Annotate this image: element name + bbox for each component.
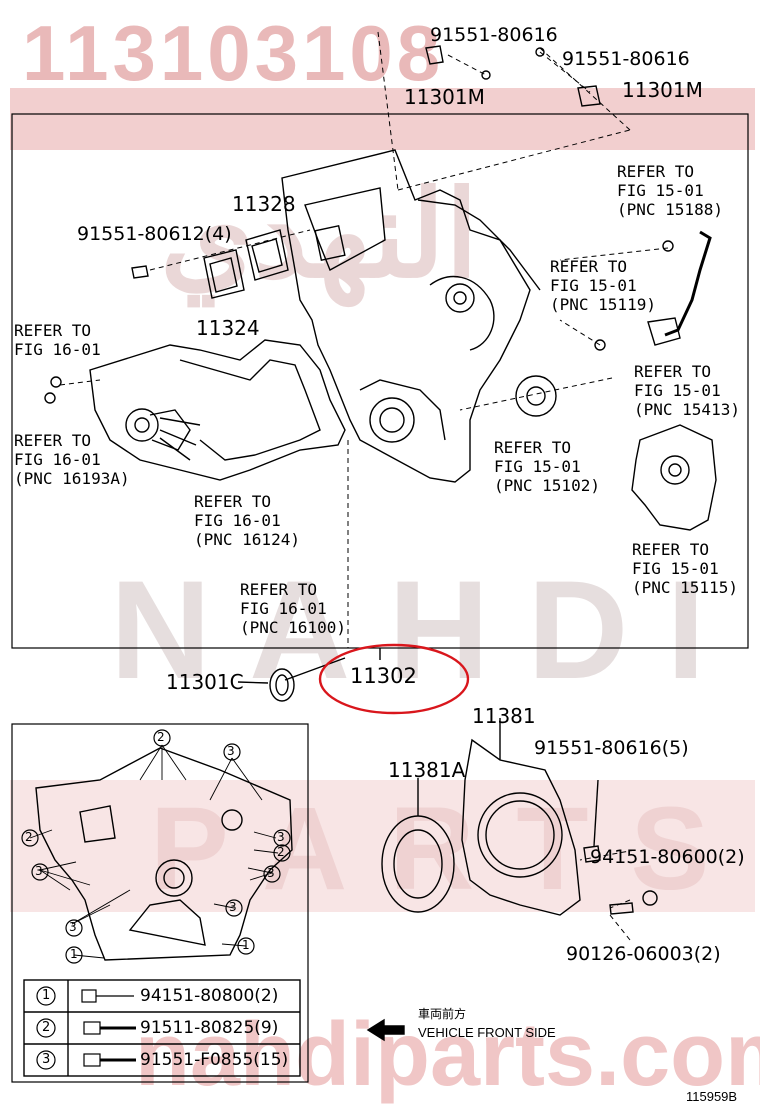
legend-marker: 3	[42, 1052, 51, 1067]
highlight-ellipse	[318, 643, 470, 715]
callout-91551-80612: 91551-80612(4)	[77, 223, 232, 245]
inset-marker: 1	[70, 947, 78, 961]
inset-marker: 2	[157, 730, 165, 744]
inset-marker: 1	[242, 938, 250, 952]
legend-part: 94151-80800(2)	[140, 986, 279, 1006]
callout-refer-16124: REFER TO FIG 16-01 (PNC 16124)	[194, 492, 300, 549]
callout-refer-15119: REFER TO FIG 15-01 (PNC 15119)	[550, 257, 656, 314]
inset-marker: 3	[227, 744, 235, 758]
inset-marker: 3	[69, 920, 77, 934]
legend-marker: 1	[42, 988, 51, 1003]
callout-refer-16100: REFER TO FIG 16-01 (PNC 16100)	[240, 580, 346, 637]
callout-11302: 11302	[350, 664, 417, 688]
callout-11301c: 11301C	[166, 670, 244, 694]
watermark-part-number: 113103108	[22, 9, 445, 97]
inset-marker: 3	[229, 900, 237, 914]
callout-11381: 11381	[472, 704, 536, 728]
callout-90126-06003: 90126-06003(2)	[566, 943, 721, 965]
legend-part: 91511-80825(9)	[140, 1018, 279, 1038]
callout-11324: 11324	[196, 316, 260, 340]
callout-refer-16193a: REFER TO FIG 16-01 (PNC 16193A)	[14, 431, 130, 488]
callout-11381a: 11381A	[388, 758, 466, 782]
callout-refer-15115: REFER TO FIG 15-01 (PNC 15115)	[632, 540, 738, 597]
callout-refer-15188: REFER TO FIG 15-01 (PNC 15188)	[617, 162, 723, 219]
inset-marker: 3	[35, 864, 43, 878]
direction-english: VEHICLE FRONT SIDE	[418, 1025, 556, 1040]
callout-91551-80616-b: 91551-80616	[562, 48, 690, 70]
watermark-band	[10, 88, 755, 150]
legend-marker: 2	[42, 1020, 51, 1035]
inset-marker: 3	[267, 866, 275, 880]
callout-11301m-a: 11301M	[404, 85, 485, 109]
watermark-brand-parts: PARTS	[150, 783, 752, 915]
callout-refer-fig16-a: REFER TO FIG 16-01	[14, 321, 101, 359]
callout-11328: 11328	[232, 192, 296, 216]
callout-94151-80600: 94151-80600(2)	[590, 846, 745, 868]
watermark-brand: NAHDI	[110, 551, 744, 708]
callout-refer-15413: REFER TO FIG 15-01 (PNC 15413)	[634, 362, 740, 419]
callout-91551-80616-a: 91551-80616	[430, 24, 558, 46]
callout-refer-15102: REFER TO FIG 15-01 (PNC 15102)	[494, 438, 600, 495]
callout-11301m-b: 11301M	[622, 78, 703, 102]
watermark-site: nahdiparts.com	[135, 1005, 760, 1105]
figure-id: 115959B	[686, 1089, 738, 1104]
callout-91551-80616-5: 91551-80616(5)	[534, 737, 689, 759]
inset-marker: 3	[277, 830, 285, 844]
direction-japanese: 車両前方	[418, 1007, 467, 1021]
watermark-band	[10, 780, 755, 912]
legend-part: 91551-F0855(15)	[140, 1050, 289, 1070]
inset-marker: 2	[25, 830, 33, 844]
inset-marker: 2	[277, 845, 285, 859]
